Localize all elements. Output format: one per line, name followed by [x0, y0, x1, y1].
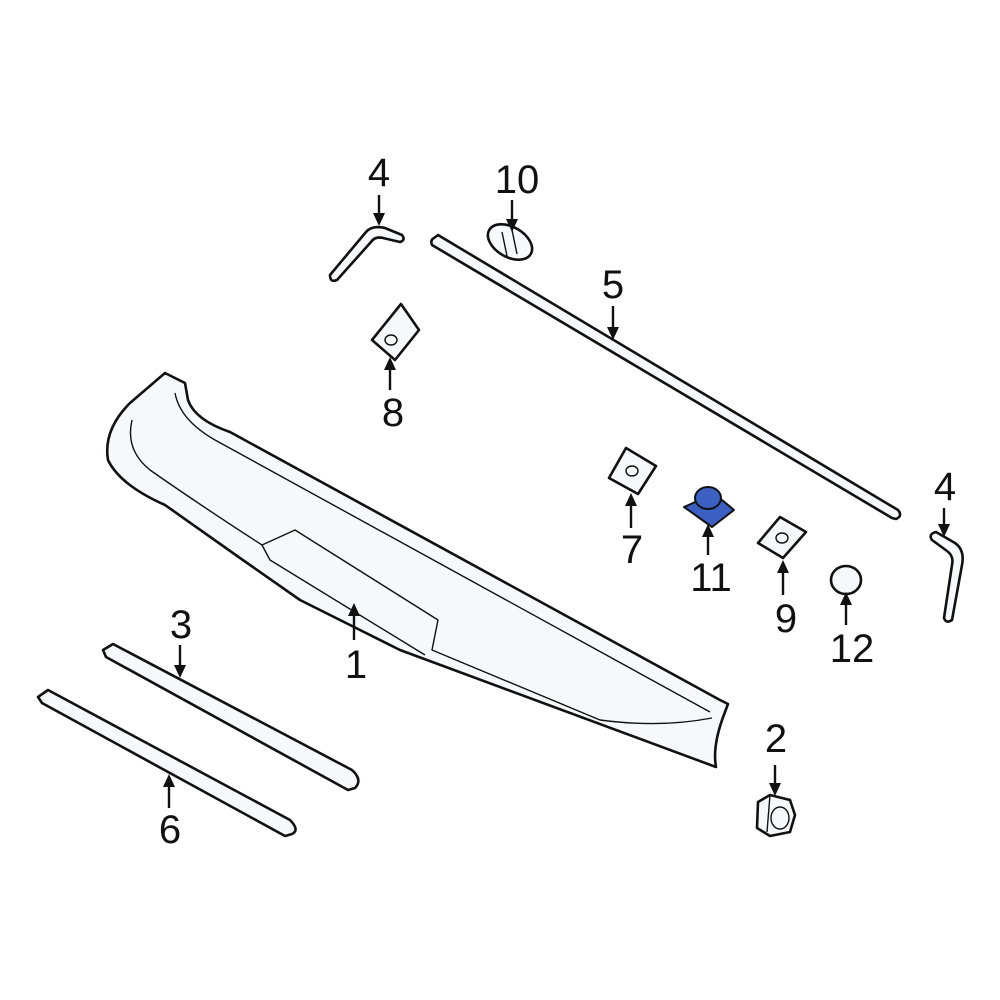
- arrow-11: [702, 524, 714, 555]
- arrow-7: [625, 493, 637, 528]
- callout-8: 8: [382, 391, 404, 435]
- arrow-10: [506, 200, 518, 232]
- part-12-plug[interactable]: [829, 564, 863, 596]
- arrow-4-right: [938, 508, 950, 537]
- arrow-2: [769, 765, 781, 796]
- part-9-clip[interactable]: [756, 515, 808, 560]
- part-4-right-bracket[interactable]: [929, 530, 964, 623]
- part-3-strip[interactable]: [101, 642, 360, 792]
- callout-5: 5: [602, 263, 624, 307]
- callout-labels: 1 2 3 4 4 5 6 7 8 9 10 11 12: [159, 151, 956, 852]
- arrow-1: [348, 603, 360, 640]
- arrow-6: [163, 774, 175, 808]
- callout-6: 6: [159, 808, 181, 852]
- callout-4-right: 4: [934, 465, 956, 509]
- part-4-left-bracket[interactable]: [328, 225, 405, 283]
- part-6-strip[interactable]: [36, 688, 297, 838]
- part-1-spoiler[interactable]: [105, 371, 730, 769]
- arrow-4-left: [373, 195, 385, 226]
- callout-3: 3: [170, 603, 192, 647]
- arrow-12: [840, 592, 852, 625]
- arrow-9: [777, 560, 789, 595]
- callout-11: 11: [690, 556, 732, 600]
- callout-12: 12: [830, 627, 875, 671]
- callout-10: 10: [495, 158, 540, 202]
- callout-1: 1: [345, 643, 367, 687]
- part-8-clip[interactable]: [370, 302, 421, 362]
- arrow-8: [384, 357, 396, 390]
- part-10-emblem[interactable]: [482, 217, 539, 267]
- callout-arrows: [163, 195, 950, 808]
- part-7-clip[interactable]: [607, 446, 658, 496]
- part-2-nut[interactable]: [755, 793, 797, 838]
- callout-7: 7: [621, 528, 643, 572]
- part-11-clip-highlighted[interactable]: [683, 486, 735, 528]
- callout-9: 9: [775, 597, 797, 641]
- arrow-3: [174, 645, 186, 678]
- callout-4-left: 4: [368, 151, 390, 195]
- part-5-molding[interactable]: [430, 233, 902, 521]
- callout-2: 2: [765, 717, 787, 761]
- arrow-5: [607, 306, 619, 340]
